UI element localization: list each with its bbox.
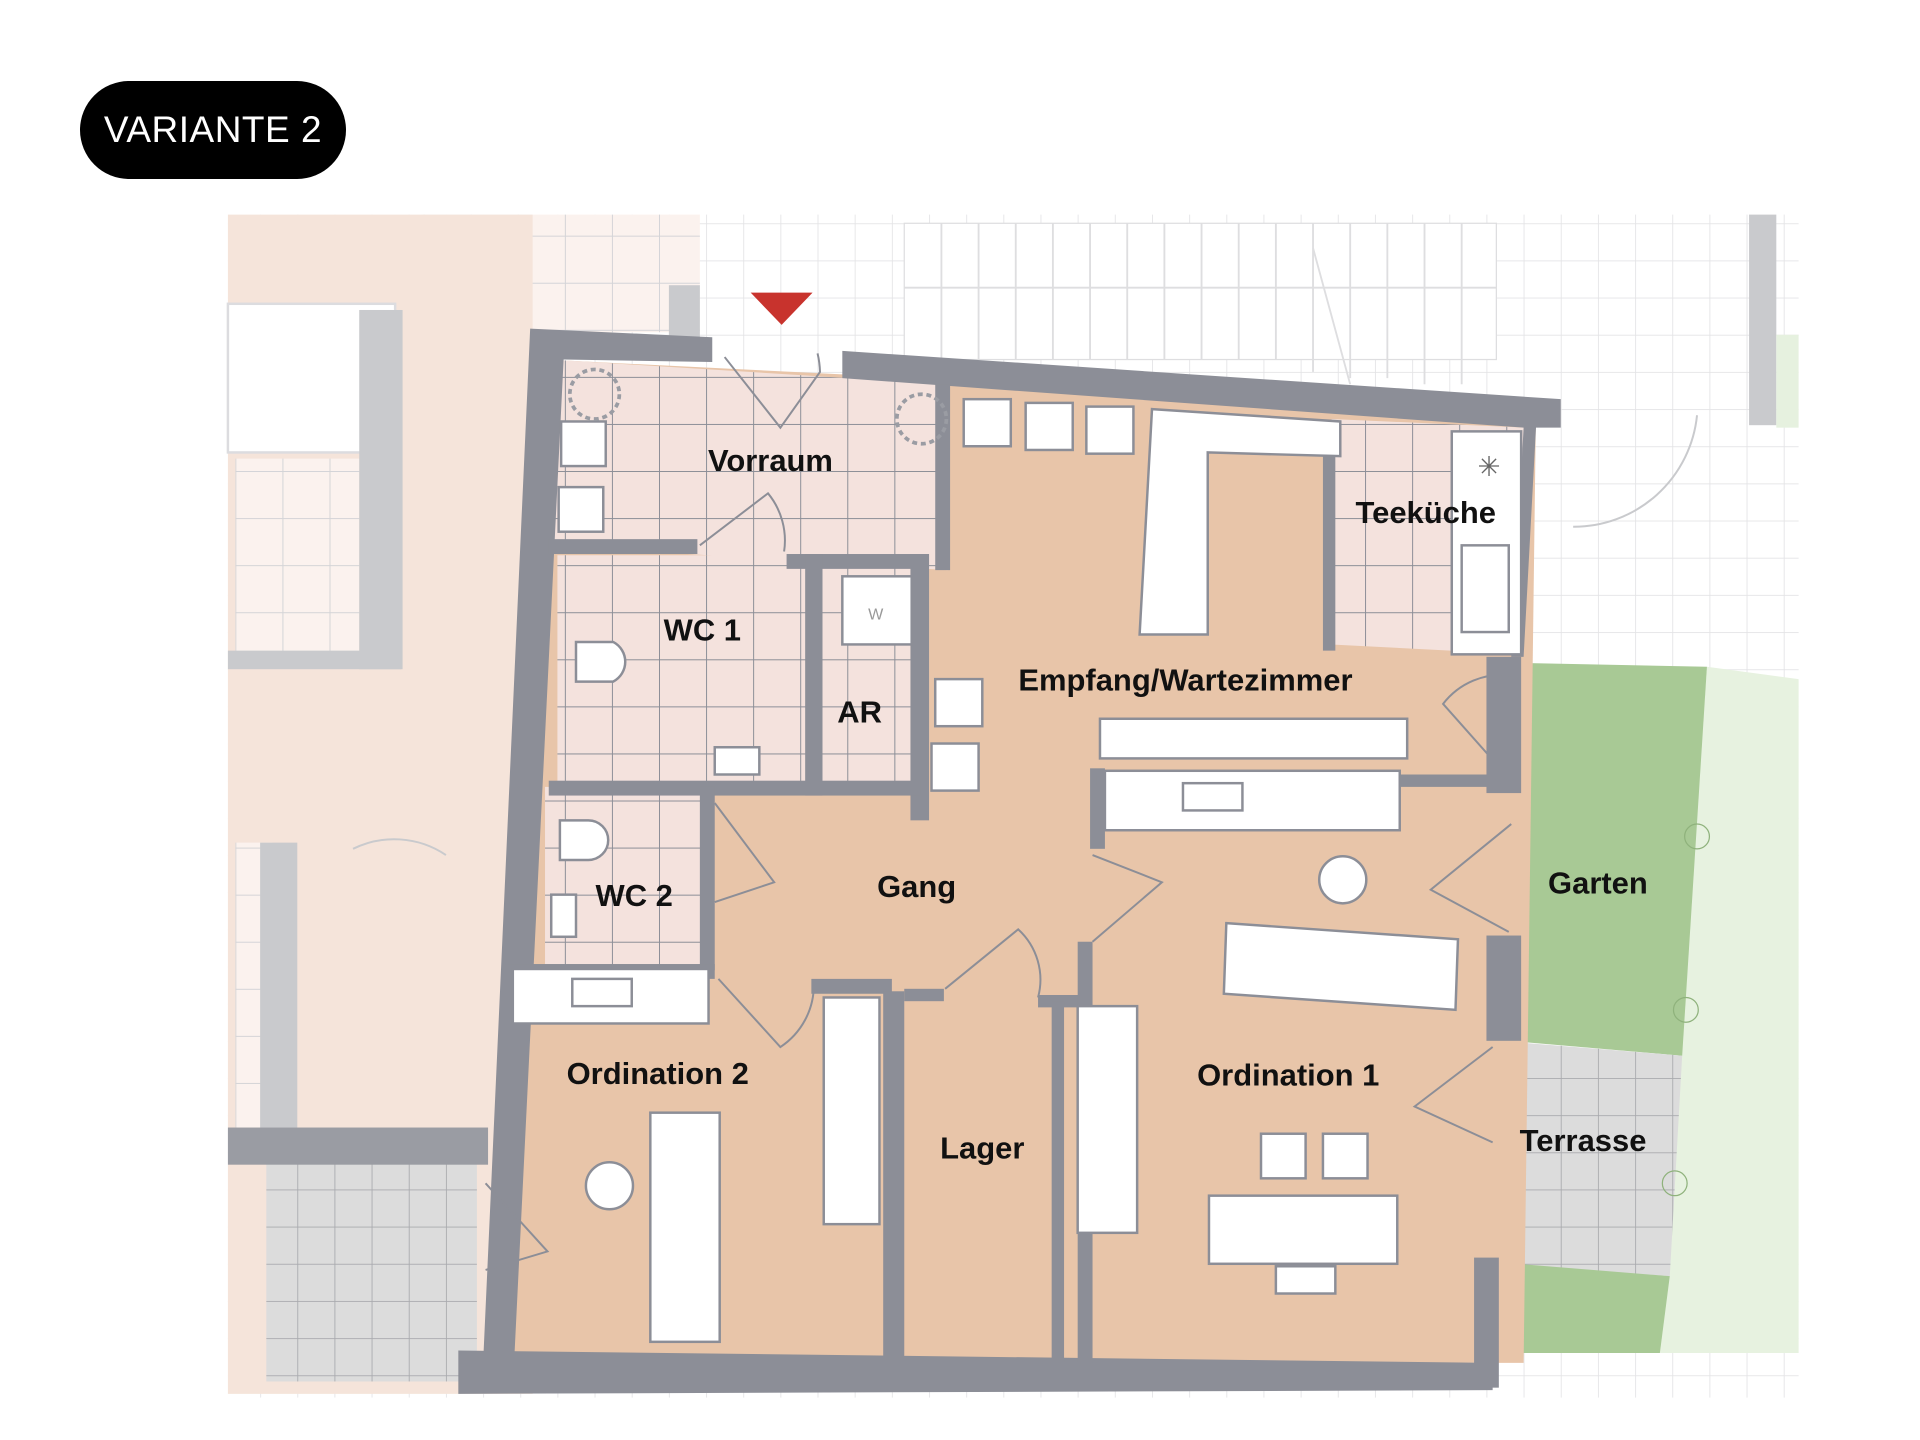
furniture: ✳ W <box>511 367 1523 1344</box>
room-label-wc1: WC 1 <box>664 613 741 648</box>
room-label-ar: AR <box>837 694 882 729</box>
washer-label: W <box>868 606 884 624</box>
doors <box>484 353 1512 1271</box>
area-terrasse <box>1486 1040 1683 1277</box>
area-garten <box>1508 663 1707 1056</box>
room-label-garten: Garten <box>1548 865 1648 900</box>
room-label-ordination2: Ordination 2 <box>567 1056 749 1091</box>
room-label-wc2: WC 2 <box>596 878 673 913</box>
floor-wc2 <box>545 786 713 971</box>
washer-fixture <box>841 575 913 646</box>
room-label-teekueche: Teeküche <box>1356 495 1497 530</box>
stove-icon: ✳ <box>1478 451 1501 482</box>
room-label-empfang: Empfang/Wartezimmer <box>1018 662 1352 697</box>
floor-vorraum <box>548 359 948 571</box>
room-label-vorraum: Vorraum <box>708 443 833 478</box>
room-label-ordination1: Ordination 1 <box>1197 1057 1379 1092</box>
room-label-lager: Lager <box>940 1131 1024 1166</box>
variant-badge: VARIANTE 2 <box>80 81 346 179</box>
entrance-marker-icon <box>750 292 813 325</box>
area-lawn-lower <box>1486 1261 1670 1353</box>
room-label-gang: Gang <box>877 869 956 904</box>
room-label-terrasse: Terrasse <box>1520 1123 1647 1158</box>
area-lawn-right <box>1659 666 1799 1353</box>
